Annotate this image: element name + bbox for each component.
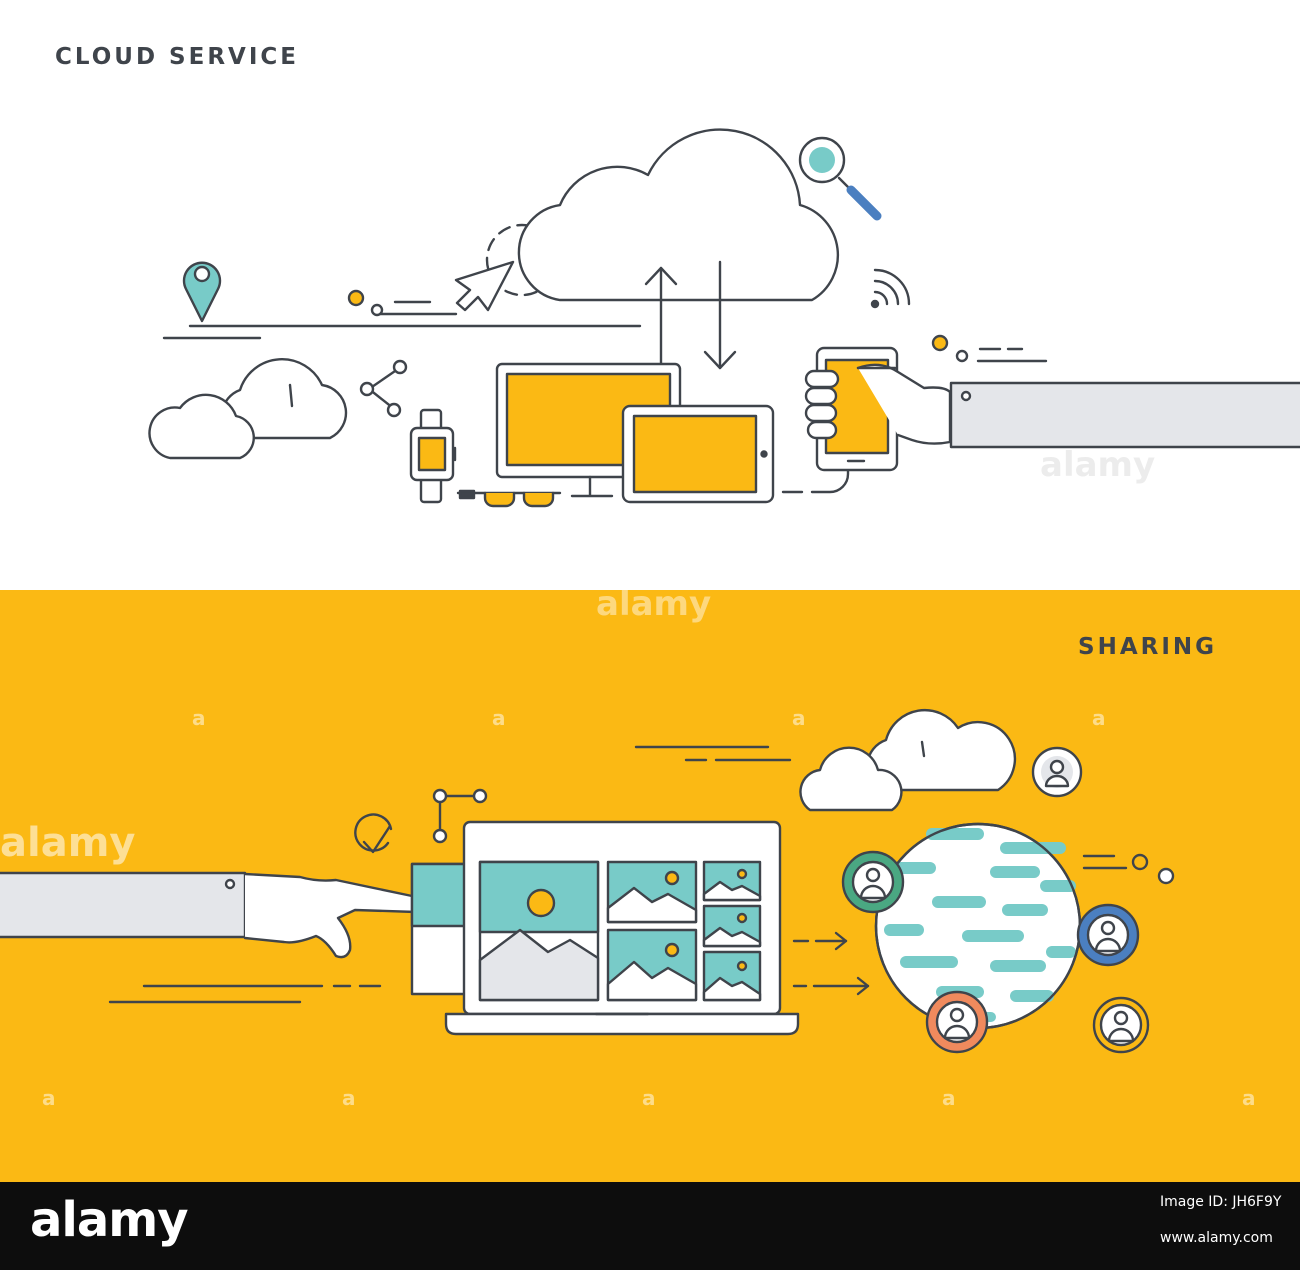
watermark-small-mark: a xyxy=(192,706,206,730)
dot-icon xyxy=(347,289,365,307)
user-avatar-icon-green xyxy=(841,850,905,914)
hand-icon xyxy=(804,363,952,445)
footer-url: www.alamy.com xyxy=(1160,1230,1273,1246)
sleeve-icon xyxy=(949,381,1300,449)
smartwatch-icon xyxy=(409,408,457,504)
network-icon xyxy=(432,788,488,844)
tablet-icon xyxy=(621,404,775,504)
checkmark-icon xyxy=(354,813,393,854)
smart-glasses-icon xyxy=(456,489,562,508)
image-icon-small-3 xyxy=(702,950,762,1002)
watermark-small-mark-4: a xyxy=(1092,706,1106,730)
magnifier-icon xyxy=(798,136,882,221)
cloud-icon xyxy=(517,128,840,302)
sleeve-icon-sharing xyxy=(0,871,247,939)
cloud-service-title: CLOUD SERVICE xyxy=(55,44,299,70)
cursor-icon xyxy=(454,260,515,312)
watermark-small-mark-3: a xyxy=(792,706,806,730)
watermark-small-mark-2: a xyxy=(492,706,506,730)
watermark-small-mark-9: a xyxy=(1242,1086,1256,1110)
footer-brand-logo: alamy xyxy=(30,1192,189,1248)
watermark-small-mark-6: a xyxy=(342,1086,356,1110)
image-icon-medium xyxy=(606,860,698,924)
user-avatar-icon-orange xyxy=(925,990,989,1054)
watermark-small-mark-8: a xyxy=(942,1086,956,1110)
cloud-icon-sharing-2 xyxy=(799,746,903,812)
footer-image-id: Image ID: JH6F9Y xyxy=(1160,1194,1282,1210)
image-icon-large xyxy=(478,860,600,1002)
location-pin-icon xyxy=(182,261,222,323)
arrow-icon xyxy=(792,931,870,996)
watermark-text-2: alamy xyxy=(596,584,712,624)
image-icon-small-2 xyxy=(702,904,762,948)
user-avatar-icon-outline xyxy=(1092,996,1150,1054)
watermark-text-3: alamy xyxy=(0,820,136,866)
image-icon-medium-2 xyxy=(606,928,698,1002)
sharing-title: SHARING xyxy=(1078,634,1218,660)
watermark-small-mark-7: a xyxy=(642,1086,656,1110)
connector-line xyxy=(781,468,850,494)
download-arrow-icon xyxy=(703,260,737,370)
user-avatar-icon-blue xyxy=(1076,903,1140,967)
footer-bar: alamy Image ID: JH6F9Y www.alamy.com xyxy=(0,1182,1300,1270)
globe-icon xyxy=(874,822,1082,1030)
cloud-small-icon-2 xyxy=(148,393,255,460)
watermark-text: alamy xyxy=(1040,445,1156,485)
wifi-icon xyxy=(870,268,911,309)
watermark-small-mark-5: a xyxy=(42,1086,56,1110)
user-avatar-icon xyxy=(1031,746,1083,798)
upload-arrow-icon xyxy=(644,266,678,367)
image-icon-small xyxy=(702,860,762,902)
pointing-hand-icon xyxy=(243,872,421,959)
share-icon xyxy=(359,359,408,418)
